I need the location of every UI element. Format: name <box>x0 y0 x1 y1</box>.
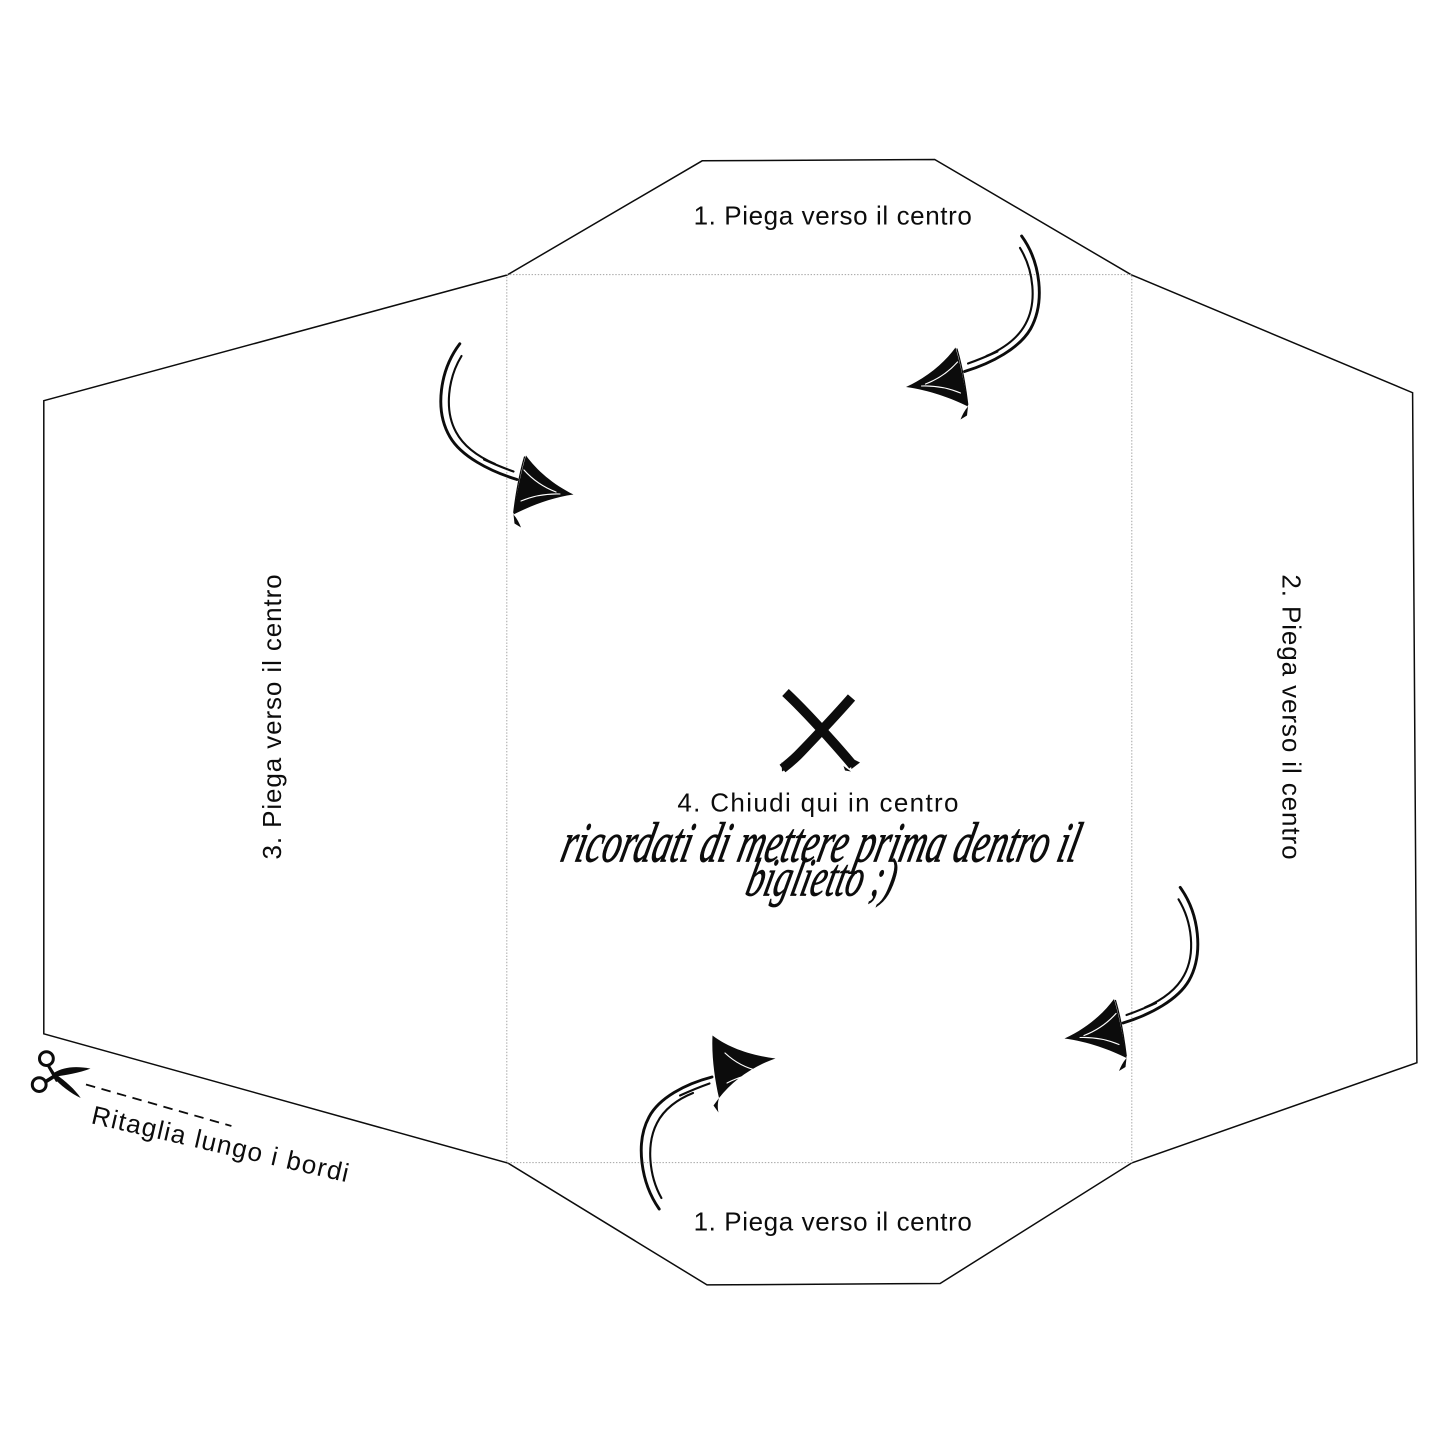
svg-text:4. Chiudi qui in centro: 4. Chiudi qui in centro <box>677 788 960 818</box>
svg-text:biglietto ;): biglietto ;) <box>741 849 904 908</box>
svg-text:2. Piega verso il centro: 2. Piega verso il centro <box>1276 574 1306 860</box>
svg-text:1. Piega verso il centro: 1. Piega verso il centro <box>694 1206 973 1236</box>
svg-text:1. Piega verso il centro: 1. Piega verso il centro <box>694 200 973 230</box>
svg-text:ricordati di mettere prima den: ricordati di mettere prima dentro il <box>556 810 1088 874</box>
svg-text:3. Piega verso il centro: 3. Piega verso il centro <box>257 573 287 859</box>
